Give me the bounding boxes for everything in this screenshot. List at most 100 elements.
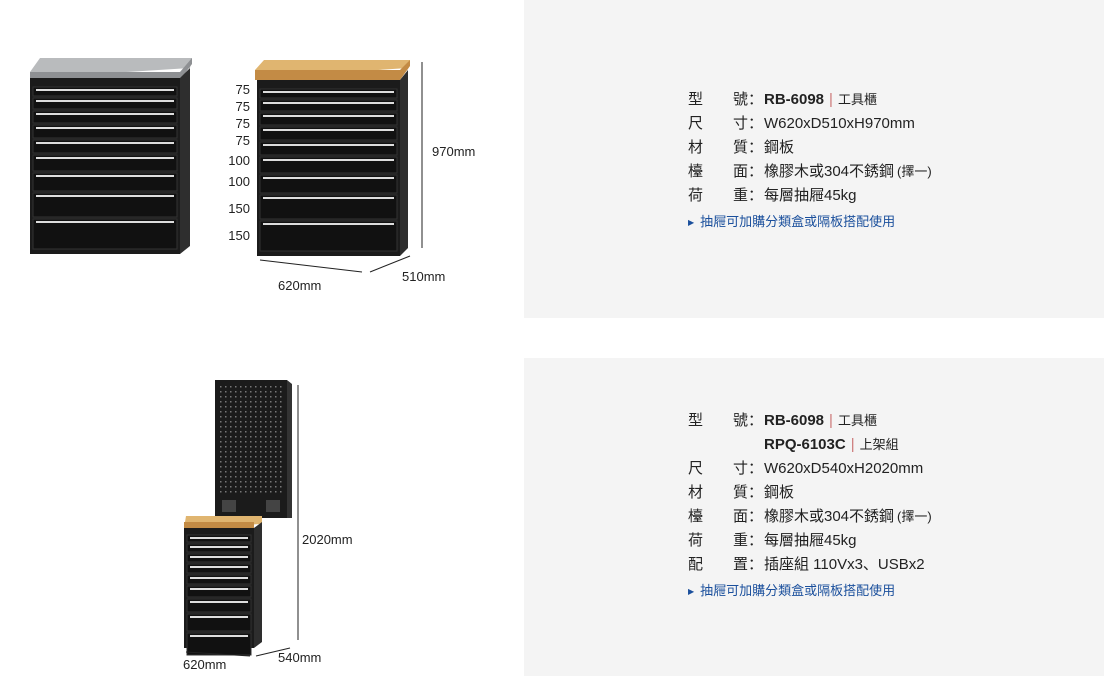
drawer-handle [190,566,248,568]
pegboard-hole [220,401,222,403]
pegboard-hole [265,451,267,453]
spec-value: RB-6098 [764,91,825,108]
pegboard-hole [255,486,257,488]
pegboard-hole [280,431,282,433]
pegboard-hole [230,481,232,483]
pegboard-hole [235,411,237,413]
pegboard-hole [225,441,227,443]
pegboard-hole [270,451,272,453]
pegboard-hole [260,441,262,443]
spec-value: 橡膠木或304不銹鋼 [764,163,895,180]
cabinet-pegboard-image [184,380,292,656]
pegboard-hole [245,476,247,478]
drawer-handle [190,537,248,539]
label-char: 號 [732,91,748,108]
pegboard-hole [255,446,257,448]
pegboard-hole [275,476,277,478]
pegboard-hole [275,416,277,418]
drawer-height-label: 75 [236,99,250,114]
pegboard-hole [225,446,227,448]
drawer-height-label: 75 [236,82,250,97]
pegboard-hole [245,416,247,418]
pegboard-hole [270,481,272,483]
pegboard-hole [280,396,282,398]
pegboard-hole [250,431,252,433]
drawer-handle [263,144,394,146]
pegboard-hole [265,486,267,488]
drawer [32,97,178,110]
pegboard-hole [275,451,277,453]
pegboard-hole [265,391,267,393]
pegboard-hole [225,476,227,478]
label-char: 材 [688,139,704,156]
pegboard-hole [255,421,257,423]
label-char: 配 [688,556,704,573]
pegboard-hole [270,416,272,418]
pegboard-hole [250,406,252,408]
drawer-handle [36,157,174,159]
pegboard-hole [280,406,282,408]
pegboard-hole [230,446,232,448]
drawer-handle [36,175,174,177]
pegboard-hole [240,466,242,468]
pegboard-hole [260,476,262,478]
pegboard-hole [260,421,262,423]
cabinet-stainless-image [30,58,192,254]
drawer-height-label: 100 [228,153,250,168]
spec-label: 材質 [688,136,756,160]
spec-label: 荷重 [688,184,756,208]
spec-label: 檯面 [688,160,756,184]
pegboard-hole [240,391,242,393]
pegboard-hole [240,491,242,493]
pegboard-hole [250,416,252,418]
pegboard-hole [240,426,242,428]
pegboard-hole [250,461,252,463]
pegboard-hole [245,401,247,403]
drawer-height-label: 150 [228,201,250,216]
drawer [186,613,252,632]
pegboard-hole [230,461,232,463]
pegboard-hole [275,471,277,473]
colon: ： [748,484,764,501]
drawer [259,141,398,156]
pegboard-hole [275,406,277,408]
pegboard-hole [270,406,272,408]
pegboard-hole [235,406,237,408]
pegboard-hole [245,471,247,473]
pegboard-hole [220,426,222,428]
pegboard-hole [265,456,267,458]
pegboard-hole [225,461,227,463]
spec-row: 尺寸：W620xD540xH2020mm [688,457,932,481]
drawer-handle [263,177,394,179]
pegboard-hole [235,441,237,443]
drawer [186,574,252,585]
pegboard-hole [280,416,282,418]
pegboard-hole [245,406,247,408]
pegboard-hole [265,491,267,493]
pegboard-hole [225,416,227,418]
label-char: 尺 [688,115,704,132]
pegboard-hole [220,421,222,423]
pegboard-hole [220,406,222,408]
pegboard-hole [270,391,272,393]
spec-label: 荷重 [688,529,756,553]
pegboard-hole [245,386,247,388]
pegboard-hole [260,491,262,493]
label-char: 號 [732,412,748,429]
spec-desc: 工具櫃 [837,413,877,428]
drawer-handle [36,100,174,102]
separator: | [850,436,855,453]
accessory-note-link[interactable]: ▶抽屜可加購分類盒或隔板搭配使用 [688,579,932,604]
drawer-height-label: 150 [228,228,250,243]
pegboard-hole [280,446,282,448]
pegboard-hole [250,491,252,493]
pegboard-hole [280,451,282,453]
pegboard-hole [275,421,277,423]
drawer-handle [36,113,174,115]
drawer [259,112,398,126]
accessory-note-link[interactable]: ▶抽屜可加購分類盒或隔板搭配使用 [688,210,932,235]
label-char: 重 [732,187,748,204]
pegboard-hole [220,476,222,478]
pegboard-hole [255,396,257,398]
